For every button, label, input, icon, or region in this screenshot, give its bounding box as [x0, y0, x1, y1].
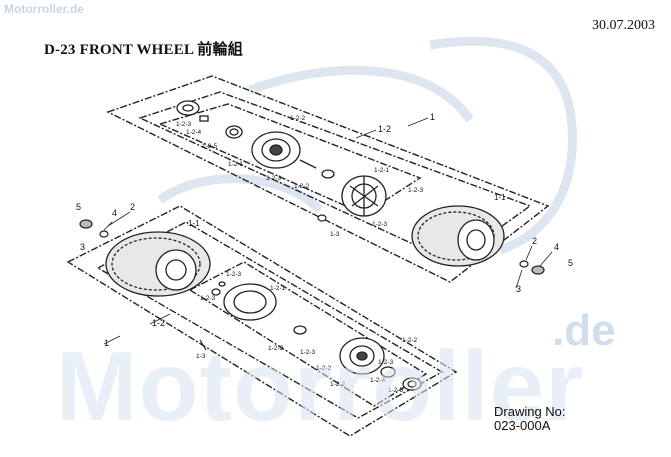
page-title: D-23 FRONT WHEEL 前輪組	[44, 42, 243, 58]
callout-1-3: 1-3	[196, 353, 206, 360]
drawing-number: 023-000A	[494, 418, 551, 433]
upper-hub-parts	[176, 100, 387, 217]
lower-tire	[105, 231, 211, 297]
watermark-text: Motorroller	[56, 331, 585, 441]
callout-1-2-2b: 1-2-2	[402, 337, 418, 344]
callout-1-2: 1-2	[152, 318, 165, 328]
callout-1-2-3c: 1-2-3	[300, 349, 316, 356]
callout-1-2-4: 1-2-4	[370, 377, 386, 384]
callout-1-2-3b: 1-2-3	[200, 295, 216, 302]
fasteners	[79, 214, 545, 351]
callout-1-2-3d: 1-2-3	[378, 359, 394, 366]
callout-1: 1	[430, 112, 435, 122]
callout-1-2-2b: 1-2-2	[294, 183, 310, 190]
upper-callouts: 1 1-2 1-2-2 1-2-3 1-2-4 1-2-5 1-2-1 1-2-…	[176, 112, 573, 294]
callout-1-2-1: 1-2-1	[270, 285, 286, 292]
callout-1-2-2d: 1-2-2	[330, 381, 346, 388]
callout-1-2-2c: 1-2-2	[316, 365, 332, 372]
callout-5: 5	[76, 202, 81, 212]
drawing-number-block: Drawing No: 023-000A	[494, 405, 566, 433]
callout-1-2-3: 1-2-3	[226, 271, 242, 278]
callout-1-2-3d: 1-2-3	[372, 221, 388, 228]
lower-hub-parts	[211, 281, 422, 391]
drawing-label: Drawing No:	[494, 404, 566, 419]
lower-callouts: 5 4 2 3 1-1 1-2-3 1-2-1 1-2-3 1-2 1 1-3 …	[76, 202, 418, 394]
callout-1-3: 1-3	[330, 231, 340, 238]
watermark-logo	[157, 36, 577, 255]
spacer	[199, 115, 209, 122]
callout-1-2-2: 1-2-2	[268, 345, 284, 352]
callout-1-2-2: 1-2-2	[290, 115, 306, 122]
callout-1-2-1: 1-2-1	[228, 161, 244, 168]
watermark-site: Motorroller.de	[4, 2, 85, 16]
callout-1-2-3: 1-2-3	[176, 121, 192, 128]
callout-3: 3	[516, 284, 521, 294]
upper-assembly-outline	[106, 75, 550, 283]
callout-1-1: 1-1	[494, 193, 506, 202]
callout-1-2-1b: 1-2-1	[374, 167, 390, 174]
callout-2: 2	[130, 202, 135, 212]
callout-1-2-3b: 1-2-3	[266, 175, 282, 182]
document-date: 30.07.2003	[592, 18, 655, 33]
callout-4: 4	[554, 242, 559, 252]
callout-4: 4	[112, 208, 117, 218]
watermark-suffix: .de	[552, 306, 616, 355]
leader-lines	[103, 117, 553, 345]
upper-tire	[411, 205, 505, 267]
callout-1-2-5: 1-2-5	[202, 143, 218, 150]
callout-5: 5	[568, 258, 573, 268]
callout-1-2-4: 1-2-4	[186, 129, 202, 136]
callout-1-2-5: 1-2-5	[388, 387, 404, 394]
callout-1-2: 1-2	[378, 124, 391, 134]
callout-2: 2	[532, 236, 537, 246]
callout-1-1: 1-1	[188, 219, 200, 228]
callout-3: 3	[80, 242, 85, 252]
callout-1-2-3c: 1-2-3	[408, 187, 424, 194]
